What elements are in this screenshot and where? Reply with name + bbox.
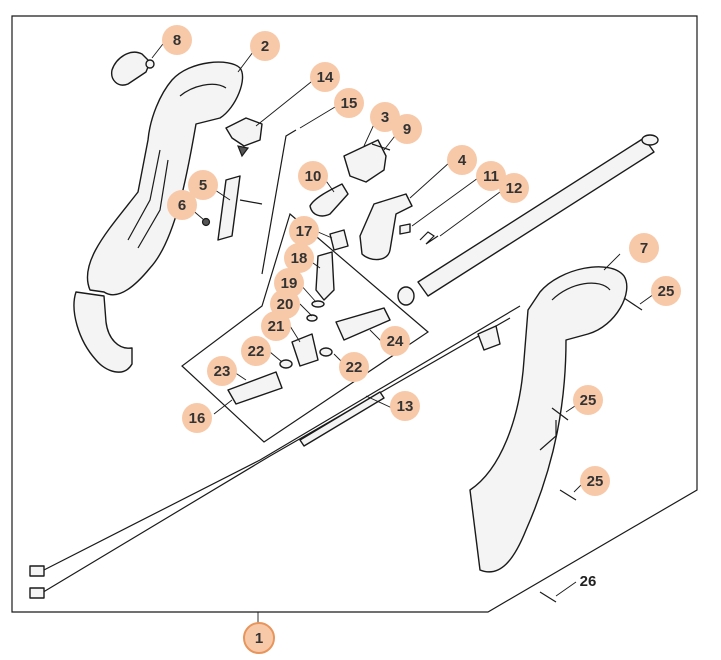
callout-label: 19 (281, 275, 298, 292)
screw-part (539, 297, 643, 603)
callout-label: 5 (199, 177, 207, 194)
callout-label: 21 (268, 318, 285, 335)
assembly-label: 1 (255, 630, 263, 647)
callout-badge-4: 4 (447, 145, 477, 175)
bracket-part (225, 117, 263, 158)
callout-badge-23: 23 (207, 356, 237, 386)
lever-bracket-part (343, 139, 391, 183)
callout-badge-8: 8 (162, 25, 192, 55)
callout-badge-13: 13 (390, 391, 420, 421)
callout-label: 24 (387, 333, 404, 350)
callout-badge-2: 2 (250, 31, 280, 61)
callout-label: 25 (580, 392, 597, 409)
housing-upper-part (73, 61, 244, 373)
callout-label: 6 (178, 197, 186, 214)
callout-badge-14: 14 (310, 62, 340, 92)
callout-label-26: 26 (580, 573, 597, 590)
callout-label: 23 (214, 363, 231, 380)
diagram-frame (11, 15, 698, 613)
callout-label: 16 (189, 410, 206, 427)
callout-label: 4 (458, 152, 467, 169)
callout-label: 9 (403, 121, 411, 138)
callout-badge-11: 11 (476, 161, 506, 191)
callout-label: 3 (381, 109, 389, 126)
callout-badge-9: 9 (392, 114, 422, 144)
callout-badge-25-top: 25 (651, 276, 681, 306)
callout-label: 13 (397, 398, 414, 415)
rod-part (261, 129, 297, 275)
callout-label: 12 (506, 180, 523, 197)
callout-badge-24: 24 (380, 326, 410, 356)
hose-part (397, 134, 659, 306)
callout-label: 18 (291, 250, 308, 267)
callout-badge-21: 21 (261, 311, 291, 341)
callout-label: 22 (248, 343, 265, 360)
callout-badge-15: 15 (334, 88, 364, 118)
callout-label: 11 (483, 168, 499, 185)
inset-panel (181, 212, 429, 443)
callout-label: 25 (658, 283, 675, 300)
housing-rear-part (469, 266, 628, 573)
callout-badge-25-middle: 25 (573, 385, 603, 415)
slider-part (217, 175, 263, 241)
callout-badge-3: 3 (370, 102, 400, 132)
callout-label: 15 (341, 95, 358, 112)
callout-badge-7: 7 (629, 233, 659, 263)
callout-badge-17: 17 (289, 216, 319, 246)
callout-badge-10: 10 (298, 161, 328, 191)
callout-label: 14 (317, 69, 334, 86)
knob-part (111, 51, 155, 86)
callout-label: 25 (587, 473, 604, 490)
assembly-badge: 1 (243, 622, 275, 654)
callout-label: 2 (261, 38, 269, 55)
valve-assembly-parts (227, 229, 391, 405)
callout-label: 22 (346, 359, 363, 376)
screw-small-part (201, 217, 211, 227)
callout-label: 10 (305, 168, 322, 185)
cable-part (29, 305, 521, 599)
leader-lines (151, 39, 655, 624)
callout-badge-5: 5 (188, 170, 218, 200)
link-part (309, 183, 349, 217)
callout-badge-16: 16 (182, 403, 212, 433)
throttle-lever-part (359, 193, 413, 261)
spring-part (419, 231, 439, 245)
pin-part (399, 223, 411, 235)
callout-label: 17 (296, 223, 313, 240)
callout-badge-12: 12 (499, 173, 529, 203)
callout-badge-18: 18 (284, 243, 314, 273)
callout-label: 20 (277, 296, 294, 313)
callout-badge-22-right: 22 (339, 352, 369, 382)
callout-label: 8 (173, 32, 181, 49)
callout-badge-6: 6 (167, 190, 197, 220)
callout-badge-25-bottom: 25 (580, 466, 610, 496)
callout-badge-22-left: 22 (241, 336, 271, 366)
callout-label: 7 (640, 240, 648, 257)
